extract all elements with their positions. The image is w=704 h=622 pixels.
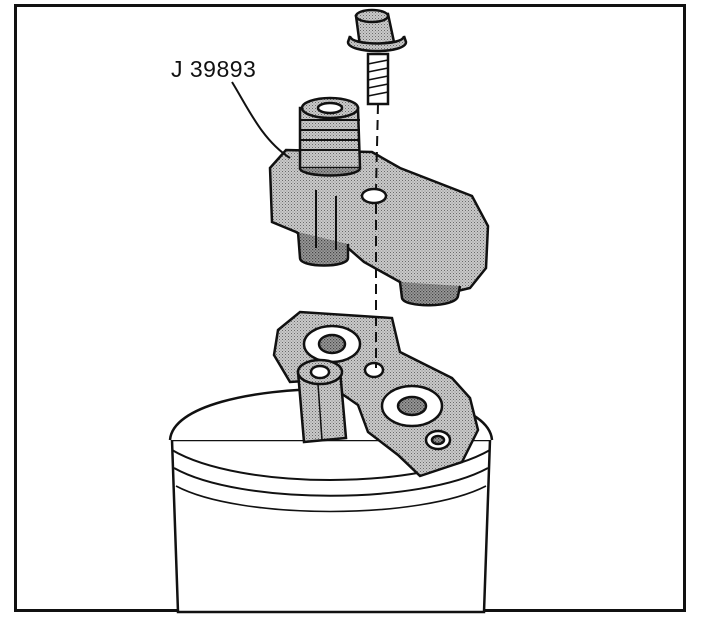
adapter-tool (268, 148, 490, 307)
bolt (346, 8, 408, 106)
adapter-fitting (298, 96, 362, 177)
tool-callout-label: J 39893 (171, 56, 257, 82)
canister-switch-port (296, 358, 348, 444)
callout-leader-line (231, 81, 291, 159)
bolt-alignment-line (375, 103, 379, 191)
